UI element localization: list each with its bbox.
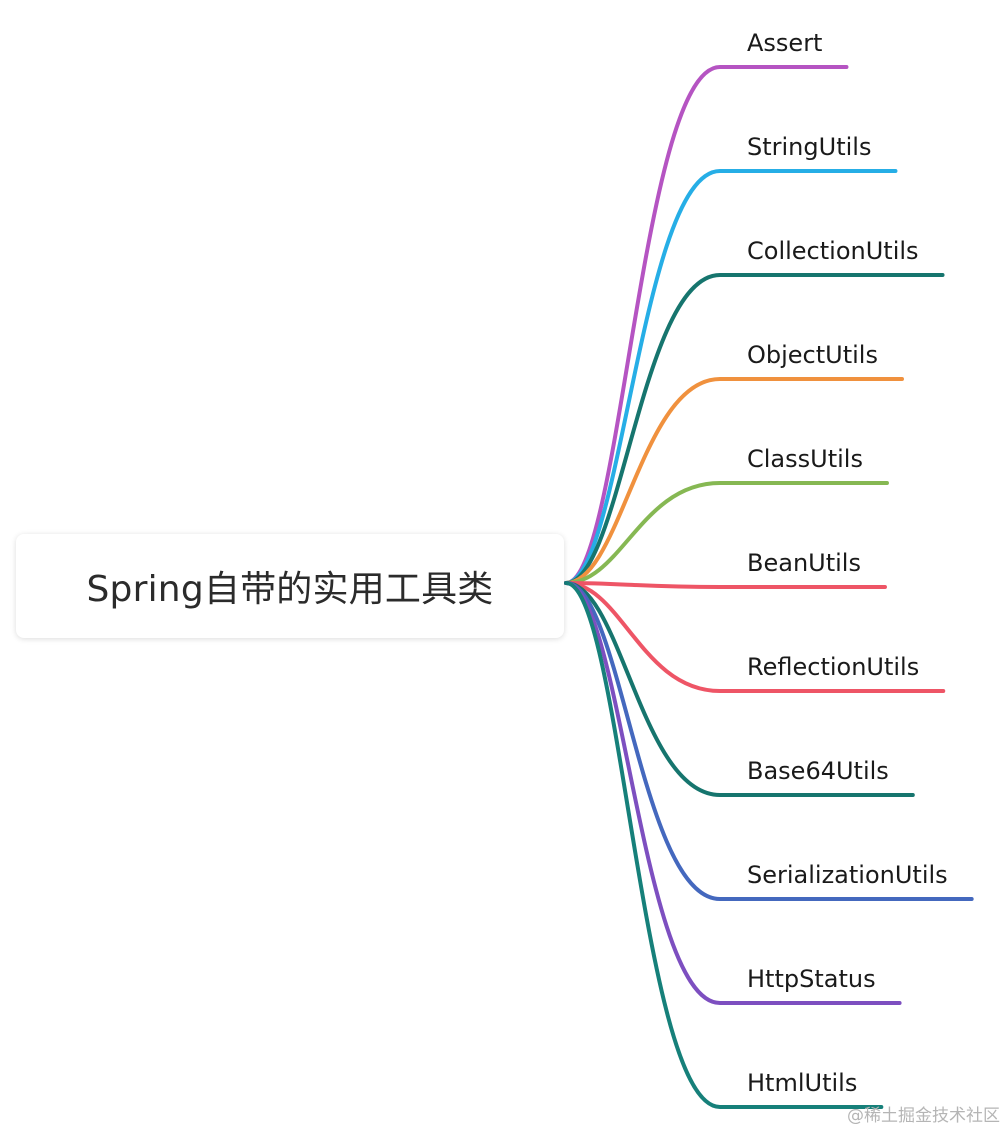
branch-serializationutils[interactable]: SerializationUtils — [564, 581, 974, 901]
branch-stringutils[interactable]: StringUtils — [564, 133, 898, 585]
branch-connector-line — [564, 581, 884, 1109]
branch-collectionutils[interactable]: CollectionUtils — [564, 237, 945, 585]
branch-connector-line — [564, 581, 974, 901]
branch-label: ClassUtils — [747, 445, 863, 473]
branch-beanutils[interactable]: BeanUtils — [564, 549, 887, 589]
watermark: @稀土掘金技术社区 — [847, 1106, 1000, 1126]
branch-objectutils[interactable]: ObjectUtils — [564, 341, 904, 585]
branch-connector-line — [564, 65, 849, 585]
branch-label: StringUtils — [747, 133, 871, 161]
branch-label: ObjectUtils — [747, 341, 878, 369]
branch-connector-line — [564, 581, 915, 797]
branch-connector-line — [564, 377, 904, 585]
branch-label: Assert — [747, 29, 822, 57]
branch-label: Base64Utils — [747, 757, 889, 785]
branch-classutils[interactable]: ClassUtils — [564, 445, 889, 585]
branch-label: SerializationUtils — [747, 861, 948, 889]
branch-htmlutils[interactable]: HtmlUtils — [564, 581, 884, 1109]
branch-assert[interactable]: Assert — [564, 29, 849, 585]
root-topic-node[interactable]: Spring自带的实用工具类 — [16, 534, 564, 638]
branch-label: CollectionUtils — [747, 237, 919, 265]
branch-connector-line — [564, 581, 887, 589]
branch-connector-line — [564, 169, 898, 585]
branch-label: ReflectionUtils — [747, 653, 919, 681]
branch-label: BeanUtils — [747, 549, 861, 577]
root-topic-label: Spring自带的实用工具类 — [86, 569, 494, 610]
branch-reflectionutils[interactable]: ReflectionUtils — [564, 581, 946, 693]
branch-label: HtmlUtils — [747, 1069, 857, 1097]
branch-label: HttpStatus — [747, 965, 876, 993]
branch-connector-line — [564, 273, 945, 585]
branch-connector-line — [564, 481, 889, 585]
branch-connector-line — [564, 581, 946, 693]
branch-base64utils[interactable]: Base64Utils — [564, 581, 915, 797]
